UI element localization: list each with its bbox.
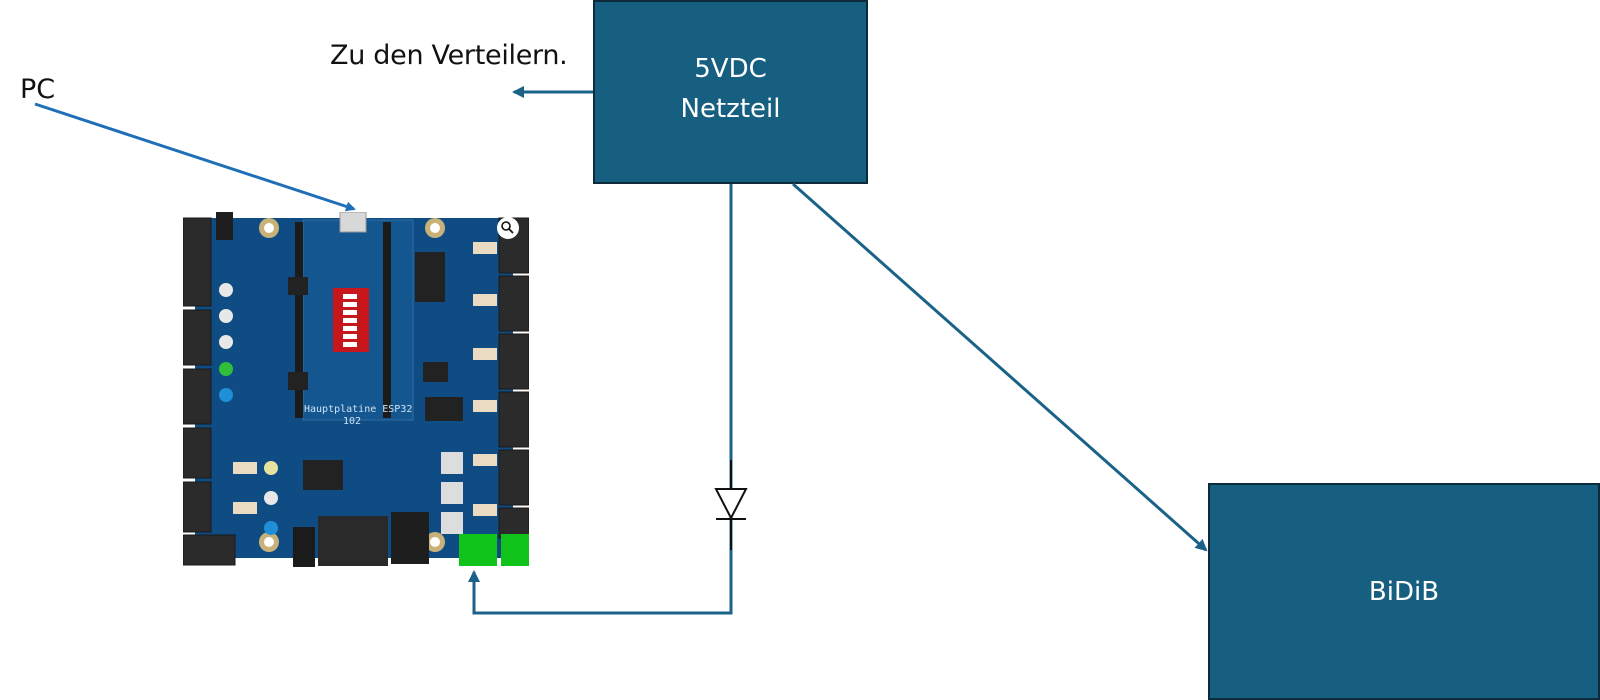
- esp32-module: [295, 219, 414, 421]
- pc-usb-wire: [34, 102, 356, 212]
- magnifier-icon[interactable]: [497, 217, 519, 239]
- bidib-label: BiDiB: [1368, 576, 1440, 607]
- esp32-main-board[interactable]: Hauptplatine ESP32 102: [183, 212, 529, 570]
- bidib-block[interactable]: BiDiB: [1208, 483, 1600, 700]
- ics: [288, 252, 463, 490]
- usb-port[interactable]: [339, 212, 367, 233]
- power-terminal[interactable]: [459, 534, 497, 566]
- dip-switch[interactable]: [333, 288, 369, 352]
- power-supply-name: Netzteil: [680, 94, 781, 124]
- status-leds: [219, 283, 278, 535]
- mounting-holes: [259, 218, 445, 552]
- pc-label: PC: [20, 74, 56, 105]
- aux-terminal[interactable]: [501, 534, 529, 566]
- left-connectors: [183, 217, 236, 566]
- audio-jack: [293, 527, 315, 567]
- top-header: [216, 212, 233, 240]
- distributors-label: Zu den Verteilern.: [330, 40, 568, 71]
- diode-icon: [714, 460, 748, 550]
- right-connectors: [498, 217, 529, 539]
- push-buttons[interactable]: [441, 452, 463, 534]
- board-title: Hauptplatine ESP32: [304, 404, 412, 415]
- bidib-wire: [792, 182, 1208, 552]
- power-supply-voltage: 5VDC: [694, 54, 767, 84]
- rj-jack: [318, 516, 388, 566]
- power-jack: [391, 512, 429, 564]
- board-revision: 102: [343, 416, 361, 427]
- power-supply-block[interactable]: 5VDC Netzteil: [593, 0, 868, 184]
